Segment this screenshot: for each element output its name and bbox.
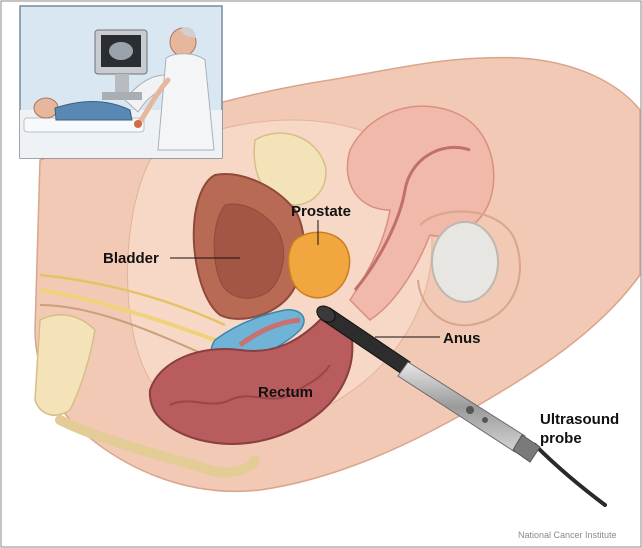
nerve-bundle-2 [39, 273, 226, 327]
testicle [431, 221, 499, 303]
nerve-bundle [39, 288, 216, 342]
penis [346, 105, 495, 321]
label-rectum: Rectum [258, 384, 314, 401]
inset-exam-scene [19, 5, 223, 159]
ultrasound-probe [316, 305, 541, 463]
scrotum [417, 210, 521, 327]
credit-text: National Cancer Institute [518, 530, 617, 540]
vas-deferens [238, 317, 301, 348]
rectum-folds [169, 364, 331, 406]
label-prostate: Prostate [291, 203, 352, 220]
label-anus: Anus [443, 330, 481, 347]
label-ultrasound-probe-line1: Ultrasound [540, 411, 620, 428]
sacrum [34, 314, 96, 416]
vessel [39, 304, 206, 356]
label-ultrasound-probe-line2: probe [540, 430, 582, 447]
bladder-inner [213, 203, 285, 299]
coccyx [55, 415, 260, 478]
prostate [287, 231, 351, 299]
label-bladder: Bladder [103, 250, 159, 267]
urethra [353, 145, 471, 291]
probe-cable [533, 443, 607, 507]
